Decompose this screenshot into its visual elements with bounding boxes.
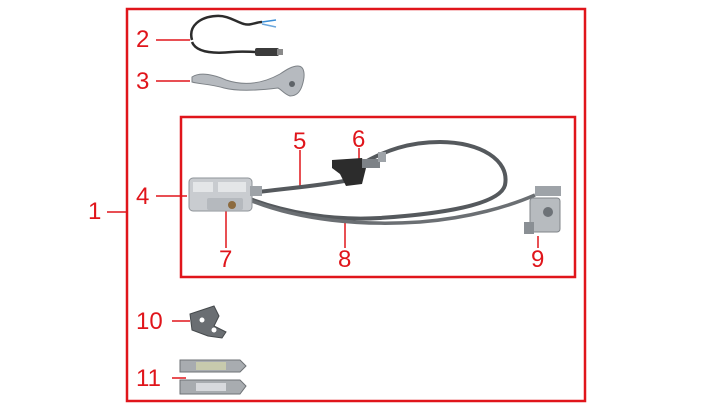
brake-hoses [249, 139, 536, 225]
brake-pads-illustration [179, 359, 247, 395]
caliper-bracket-illustration [189, 305, 227, 339]
callout-4: 4 [136, 183, 150, 210]
outer-group-frame [125, 7, 587, 403]
leader-lines [107, 39, 539, 379]
master-cylinder-illustration [332, 152, 386, 186]
callout-2: 2 [136, 26, 150, 53]
callout-8: 8 [338, 246, 352, 273]
callout-6: 6 [352, 126, 366, 153]
rear-caliper-illustration [524, 186, 561, 234]
brake-lever-illustration [191, 65, 305, 97]
callout-3: 3 [136, 68, 150, 95]
front-brake-hose-path [249, 139, 508, 221]
front-caliper-illustration [188, 177, 262, 212]
callout-11: 11 [136, 365, 161, 392]
inner-group-frame [179, 115, 577, 279]
brake-switch-wire-illustration [189, 14, 283, 56]
callout-5: 5 [293, 128, 307, 155]
callout-7: 7 [219, 246, 233, 273]
callout-1: 1 [88, 198, 102, 225]
callout-10: 10 [136, 308, 163, 335]
callout-9: 9 [531, 246, 545, 273]
rear-brake-hose-path [251, 193, 536, 225]
